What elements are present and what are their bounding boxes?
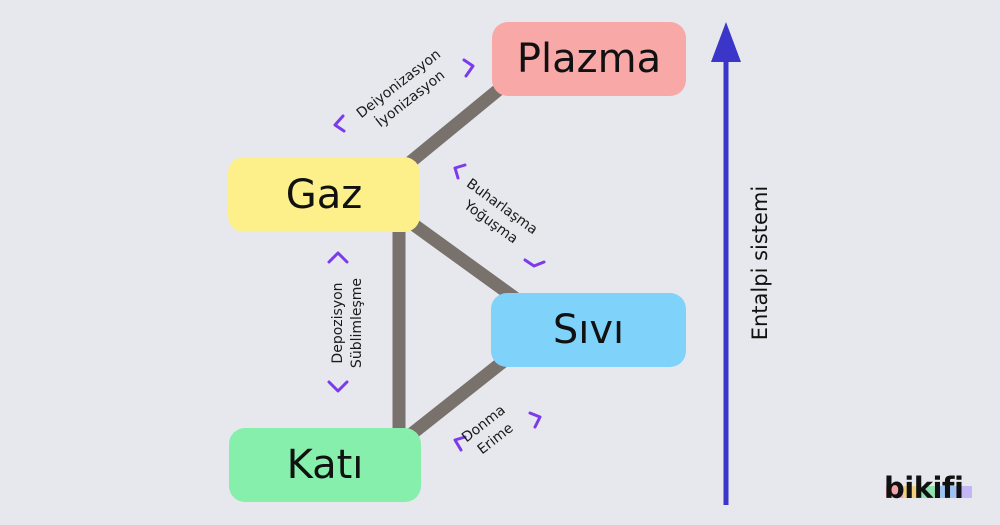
logo-color-bar xyxy=(886,486,972,498)
axis-label: Entalpi sistemi xyxy=(748,185,772,341)
state-plazma-label: Plazma xyxy=(516,36,662,82)
connector-sivi-kati xyxy=(404,354,510,442)
chevron-icon xyxy=(327,251,349,264)
connector-gaz-sivi xyxy=(406,216,519,304)
connector-gaz-plazma xyxy=(403,80,508,170)
chevron-icon xyxy=(462,58,475,78)
state-plazma-box: Plazma xyxy=(492,22,686,96)
state-sivi-box: Sıvı xyxy=(491,293,686,367)
chevron-icon xyxy=(453,435,467,452)
chevron-icon xyxy=(333,114,346,133)
state-kati-box: Katı xyxy=(229,428,421,502)
state-sivi-label: Sıvı xyxy=(552,307,625,353)
transition-gaz-kati-label: Depozisyon Süblimleşme xyxy=(330,277,365,369)
chevron-icon xyxy=(523,258,546,268)
state-kati-label: Katı xyxy=(286,442,364,488)
bikifi-logo: bikifi xyxy=(884,471,964,505)
axis-arrow-head xyxy=(711,22,741,62)
chevron-icon xyxy=(528,411,542,429)
state-gaz-box: Gaz xyxy=(228,157,420,232)
state-gaz-label: Gaz xyxy=(285,171,363,218)
chevron-icon xyxy=(453,163,467,180)
chevron-icon xyxy=(327,380,349,393)
